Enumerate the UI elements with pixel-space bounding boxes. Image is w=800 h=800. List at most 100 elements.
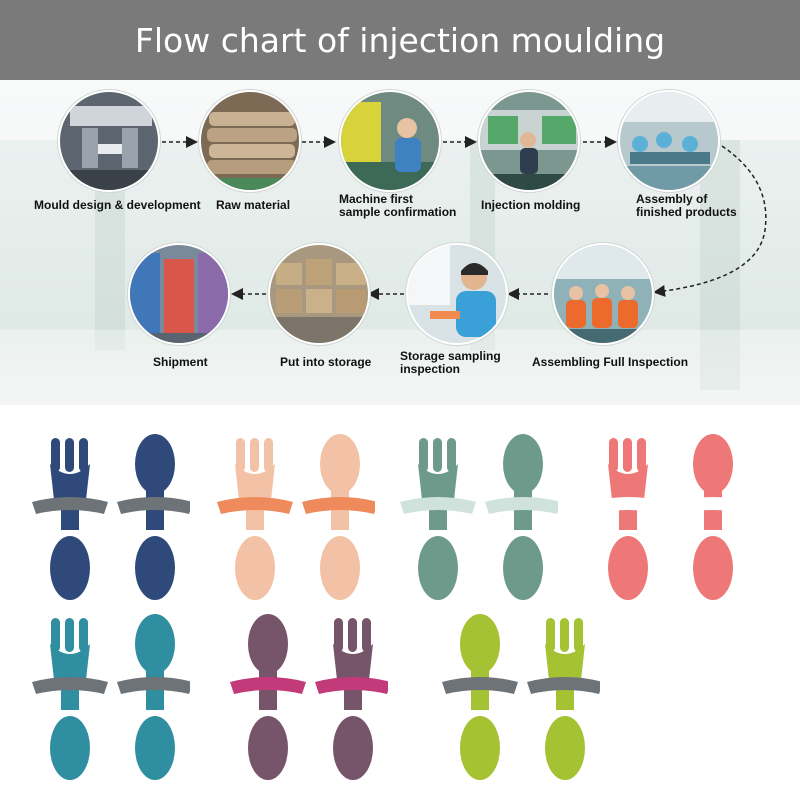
fork-head: [50, 464, 90, 505]
spoon-handle: [693, 536, 733, 600]
fork-guard: [590, 497, 666, 514]
utensil-pair-lime: [442, 614, 600, 780]
injection-molding-photo: [478, 90, 580, 192]
fork-tine: [609, 438, 618, 472]
storage-sampling-photo: [406, 243, 508, 345]
step-label-put-into-storage: Put into storage: [280, 355, 372, 369]
step-label-raw-material: Raw material: [216, 198, 291, 212]
fork: [527, 618, 600, 780]
fork-handle: [418, 536, 458, 600]
page-title: Flow chart of injection moulding: [0, 0, 800, 80]
spoon-bowl: [460, 614, 500, 674]
fork-tine: [433, 438, 442, 472]
product-color-grid: [0, 405, 800, 800]
fork-tine: [65, 438, 74, 472]
spoon-guard: [442, 677, 518, 694]
spoon-guard: [117, 497, 190, 514]
fork-tine: [65, 618, 74, 652]
fork: [32, 438, 108, 600]
utensil-pair-navy: [32, 434, 190, 600]
fork-handle: [235, 536, 275, 600]
fork-guard: [527, 677, 600, 694]
spoon-handle: [460, 716, 500, 780]
injection-moulding-flow-chart: Mould design & development Raw material …: [0, 80, 800, 405]
step-label-injection-molding: Injection molding: [481, 198, 581, 212]
fork-tine: [51, 618, 60, 652]
fork-tine: [79, 438, 88, 472]
fork: [217, 438, 293, 600]
step-label-assembly: Assembly of finished products: [636, 192, 737, 219]
spoon: [117, 614, 190, 780]
mould-design-photo: [58, 90, 160, 192]
fork-tine: [250, 438, 259, 472]
step-label-assembling-inspection: Assembling Full Inspection: [532, 355, 689, 369]
fork-tine: [348, 618, 357, 652]
fork-handle: [545, 716, 585, 780]
spoon-bowl: [135, 434, 175, 494]
machine-first-sample-photo: [339, 90, 441, 192]
spoon-bowl: [693, 434, 733, 494]
utensil-pair-sage: [400, 434, 558, 600]
fork-tine: [419, 438, 428, 472]
utensil-pair-teal: [32, 614, 190, 780]
fork-tine: [79, 618, 88, 652]
spoon: [442, 614, 518, 780]
spoon-guard: [485, 497, 558, 514]
spoon: [117, 434, 190, 600]
fork-head: [333, 644, 373, 685]
fork-head: [418, 464, 458, 505]
fork-handle: [608, 536, 648, 600]
fork-handle: [333, 716, 373, 780]
fork: [315, 618, 388, 780]
raw-material-photo: [199, 90, 301, 192]
fork-handle: [50, 536, 90, 600]
flow-arrows: [162, 136, 767, 300]
fork-tine: [623, 438, 632, 472]
step-label-mould-design: Mould design & development: [34, 198, 201, 212]
fork: [400, 438, 476, 600]
spoon-guard: [302, 497, 375, 514]
fork-guard: [32, 497, 108, 514]
fork: [590, 438, 666, 600]
spoon-bowl: [320, 434, 360, 494]
step-label-storage-sampling: Storage sampling inspection: [400, 349, 501, 376]
spoon-handle: [135, 716, 175, 780]
fork-tine: [362, 618, 371, 652]
spoon-guard: [675, 497, 748, 514]
spoon-guard: [230, 677, 306, 694]
fork-guard: [217, 497, 293, 514]
fork-tine: [574, 618, 583, 652]
fork: [32, 618, 108, 780]
spoon: [302, 434, 375, 600]
spoon-handle: [135, 536, 175, 600]
fork-tine: [236, 438, 245, 472]
spoon-bowl: [248, 614, 288, 674]
fork-head: [608, 464, 648, 505]
spoon-bowl: [135, 614, 175, 674]
fork-tine: [264, 438, 273, 472]
fork-guard: [32, 677, 108, 694]
spoon: [675, 434, 748, 600]
utensil-pair-coral: [590, 434, 748, 600]
spoon-handle: [503, 536, 543, 600]
fork-tine: [546, 618, 555, 652]
fork-tine: [334, 618, 343, 652]
spoon: [230, 614, 306, 780]
fork-head: [545, 644, 585, 685]
step-label-machine-first-sample: Machine first sample confirmation: [339, 192, 457, 219]
fork-guard: [315, 677, 388, 694]
fork-head: [235, 464, 275, 505]
background-floor: [0, 330, 800, 405]
fork-tine: [637, 438, 646, 472]
background-column: [700, 140, 740, 390]
step-label-shipment: Shipment: [153, 355, 208, 369]
utensil-pair-plum: [230, 614, 388, 780]
spoon-handle: [248, 716, 288, 780]
spoon-guard: [117, 677, 190, 694]
fork-tine: [447, 438, 456, 472]
assembly-photo: [618, 90, 720, 192]
assembling-inspection-photo: [552, 243, 654, 345]
spoon: [485, 434, 558, 600]
utensil-pair-peach: [217, 434, 375, 600]
fork-guard: [400, 497, 476, 514]
